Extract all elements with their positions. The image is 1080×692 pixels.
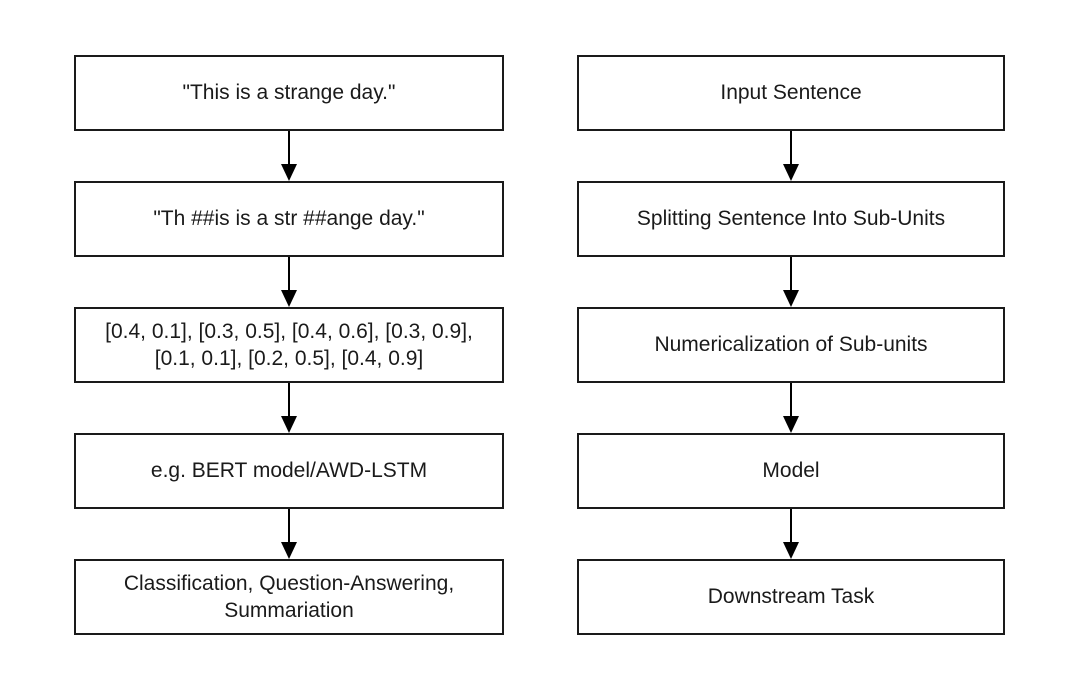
flow-box-label: "This is a strange day." — [182, 81, 396, 105]
process-flow-column: Input Sentence Splitting Sentence Into S… — [577, 55, 1005, 635]
flow-box-label: Model — [762, 459, 820, 483]
arrow-head-icon — [281, 290, 297, 307]
down-arrow — [577, 509, 1005, 559]
arrow-stem — [789, 131, 793, 164]
flow-box-input-sentence: Input Sentence — [577, 55, 1005, 131]
arrow-head-icon — [783, 542, 799, 559]
arrow-head-icon — [783, 416, 799, 433]
arrow-stem — [287, 131, 291, 164]
flow-box-example-numericalization: [0.4, 0.1], [0.3, 0.5], [0.4, 0.6], [0.3… — [74, 307, 504, 383]
arrow-stem — [789, 257, 793, 290]
arrow-stem — [789, 509, 793, 542]
flow-box-example-input-sentence: "This is a strange day." — [74, 55, 504, 131]
flow-box-example-subword-split: "Th ##is is a str ##ange day." — [74, 181, 504, 257]
flow-box-label: Splitting Sentence Into Sub-Units — [636, 207, 946, 231]
flow-box-label: Input Sentence — [720, 81, 862, 105]
arrow-stem — [287, 509, 291, 542]
down-arrow — [74, 383, 504, 433]
flow-box-example-downstream-task: Classification, Question-Answering, Summ… — [74, 559, 504, 635]
flow-box-example-model: e.g. BERT model/AWD-LSTM — [74, 433, 504, 509]
flow-box-label: Downstream Task — [707, 585, 875, 609]
down-arrow — [577, 131, 1005, 181]
flow-box-label: e.g. BERT model/AWD-LSTM — [150, 459, 428, 483]
flow-box-label: [0.4, 0.1], [0.3, 0.5], [0.4, 0.6], [0.3… — [105, 319, 473, 370]
arrow-head-icon — [281, 542, 297, 559]
flow-box-splitting-sentence: Splitting Sentence Into Sub-Units — [577, 181, 1005, 257]
flow-box-downstream-task: Downstream Task — [577, 559, 1005, 635]
arrow-stem — [287, 257, 291, 290]
down-arrow — [577, 383, 1005, 433]
arrow-head-icon — [281, 416, 297, 433]
arrow-head-icon — [281, 164, 297, 181]
flow-box-label: Classification, Question-Answering, Summ… — [123, 571, 455, 622]
flow-box-label: "Th ##is is a str ##ange day." — [153, 207, 425, 231]
down-arrow — [74, 131, 504, 181]
flow-box-label: Numericalization of Sub-units — [654, 333, 928, 357]
down-arrow — [74, 509, 504, 559]
down-arrow — [577, 257, 1005, 307]
flow-box-numericalization: Numericalization of Sub-units — [577, 307, 1005, 383]
down-arrow — [74, 257, 504, 307]
arrow-stem — [287, 383, 291, 416]
arrow-head-icon — [783, 164, 799, 181]
flow-box-model: Model — [577, 433, 1005, 509]
arrow-head-icon — [783, 290, 799, 307]
example-flow-column: "This is a strange day." "Th ##is is a s… — [74, 55, 504, 635]
arrow-stem — [789, 383, 793, 416]
